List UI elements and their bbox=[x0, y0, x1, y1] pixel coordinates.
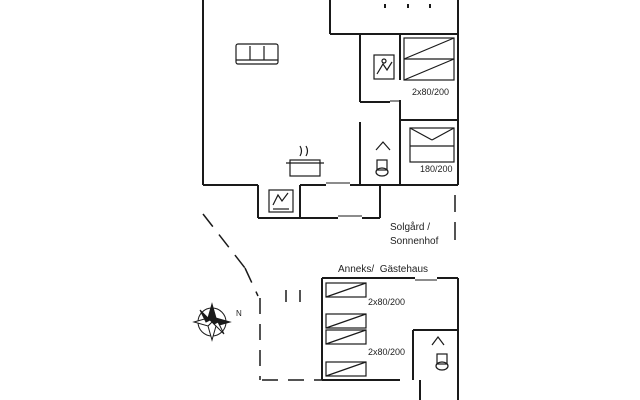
terrace-outline bbox=[202, 213, 322, 381]
toilet-icon bbox=[431, 336, 449, 371]
toilet-icon bbox=[375, 141, 391, 177]
sofa-icon bbox=[235, 43, 279, 65]
bathroom-fixtures-icon bbox=[373, 54, 395, 80]
bathroom-fixtures-icon bbox=[268, 189, 294, 213]
bed-icon bbox=[325, 329, 367, 345]
bed-icon bbox=[325, 313, 367, 329]
door-openings bbox=[326, 100, 400, 217]
cooking-pot-icon bbox=[286, 145, 324, 177]
bed-size-label: 2x80/200 bbox=[368, 347, 405, 357]
compass-icon bbox=[192, 302, 232, 342]
bed-size-label: 2x80/200 bbox=[368, 297, 405, 307]
bed-icon bbox=[325, 282, 367, 298]
path-marks bbox=[285, 195, 456, 302]
bed-icon bbox=[325, 361, 367, 377]
main-house-walls bbox=[202, 0, 459, 219]
bed-icon bbox=[403, 37, 455, 81]
bed-size-label: 2x80/200 bbox=[412, 87, 449, 97]
bed-size-label: 180/200 bbox=[420, 164, 453, 174]
building-label-main: Solgård / Sonnenhof bbox=[390, 221, 439, 247]
building-label-annex: Anneks/ Gästehaus bbox=[338, 264, 428, 275]
bed-icon bbox=[409, 127, 455, 163]
compass-north-label: N bbox=[236, 309, 242, 318]
annex-walls bbox=[321, 277, 459, 400]
